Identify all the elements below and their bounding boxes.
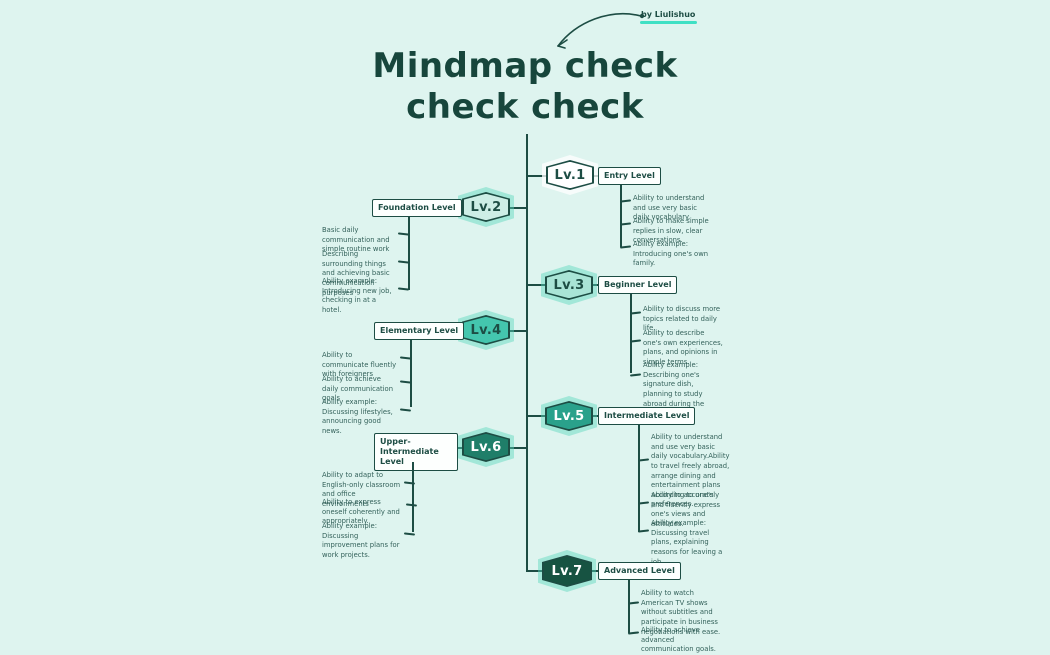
bullet-text[interactable]: Ability example: Introducing new job, ch…	[322, 277, 396, 316]
node-label-advanced-level[interactable]: Advanced Level	[598, 562, 681, 580]
branch-line-lv4	[508, 330, 527, 332]
bullet-spine-lv5	[638, 424, 640, 532]
bullet-text[interactable]: Ability example: Discussing improvement …	[322, 522, 402, 561]
branch-line-lv3	[527, 284, 547, 286]
bullet-spine-lv2	[408, 216, 410, 290]
node-label-upper-intermediate-level[interactable]: Upper-Intermediate Level	[374, 433, 458, 471]
byline-underline	[640, 21, 697, 24]
badge-label: Lv.5	[553, 408, 585, 424]
title-line-1: Mindmap check	[372, 46, 678, 86]
badge-label: Lv.6	[470, 439, 502, 455]
badge-lv4[interactable]: Lv.4	[458, 310, 514, 350]
node-label-foundation-level[interactable]: Foundation Level	[372, 199, 462, 217]
bullet-spine-lv6	[412, 462, 414, 532]
connector-lv7	[590, 570, 599, 572]
curved-arrow-icon	[557, 12, 645, 49]
trunk-line	[526, 134, 528, 572]
badge-label: Lv.1	[554, 167, 586, 183]
bullet-spine-lv3	[630, 293, 632, 373]
bullet-text[interactable]: Ability example: Discussing lifestyles, …	[322, 398, 398, 437]
bullet-spine-lv1	[620, 184, 622, 247]
bullet-spine-lv4	[410, 339, 412, 407]
bullet-text[interactable]: Ability example: Discussing travel plans…	[651, 519, 731, 567]
branch-line-lv7	[527, 570, 544, 572]
branch-line-lv6	[508, 447, 527, 449]
node-label-intermediate-level[interactable]: Intermediate Level	[598, 407, 696, 425]
badge-lv5[interactable]: Lv.5	[541, 396, 597, 436]
byline-text: by Liulishuo	[641, 10, 696, 19]
connector-lv6	[456, 447, 464, 449]
node-label-entry-level[interactable]: Entry Level	[598, 167, 661, 185]
branch-line-lv1	[527, 175, 547, 177]
bullet-spine-lv7	[628, 579, 630, 633]
badge-label: Lv.7	[551, 563, 583, 579]
bullet-text[interactable]: Ability to achieve advanced communicatio…	[641, 626, 723, 655]
badge-lv7[interactable]: Lv.7	[538, 550, 596, 592]
branch-line-lv2	[508, 207, 527, 209]
badge-lv3[interactable]: Lv.3	[541, 265, 597, 305]
branch-line-lv5	[527, 415, 547, 417]
badge-lv6[interactable]: Lv.6	[458, 427, 514, 467]
badge-lv2[interactable]: Lv.2	[458, 187, 514, 227]
badge-label: Lv.3	[553, 277, 585, 293]
badge-label: Lv.4	[470, 322, 502, 338]
connector-lv5	[591, 415, 599, 417]
bullet-text[interactable]: Ability example: Introducing one's own f…	[633, 240, 711, 269]
connector-lv3	[591, 284, 599, 286]
badge-label: Lv.2	[470, 199, 502, 215]
node-label-elementary-level[interactable]: Elementary Level	[374, 322, 465, 340]
title-line-2: check check	[406, 87, 644, 127]
badge-lv1[interactable]: Lv.1	[542, 155, 598, 195]
mindmap-title[interactable]: Mindmap check check check	[0, 46, 1050, 128]
node-label-beginner-level[interactable]: Beginner Level	[598, 276, 678, 294]
